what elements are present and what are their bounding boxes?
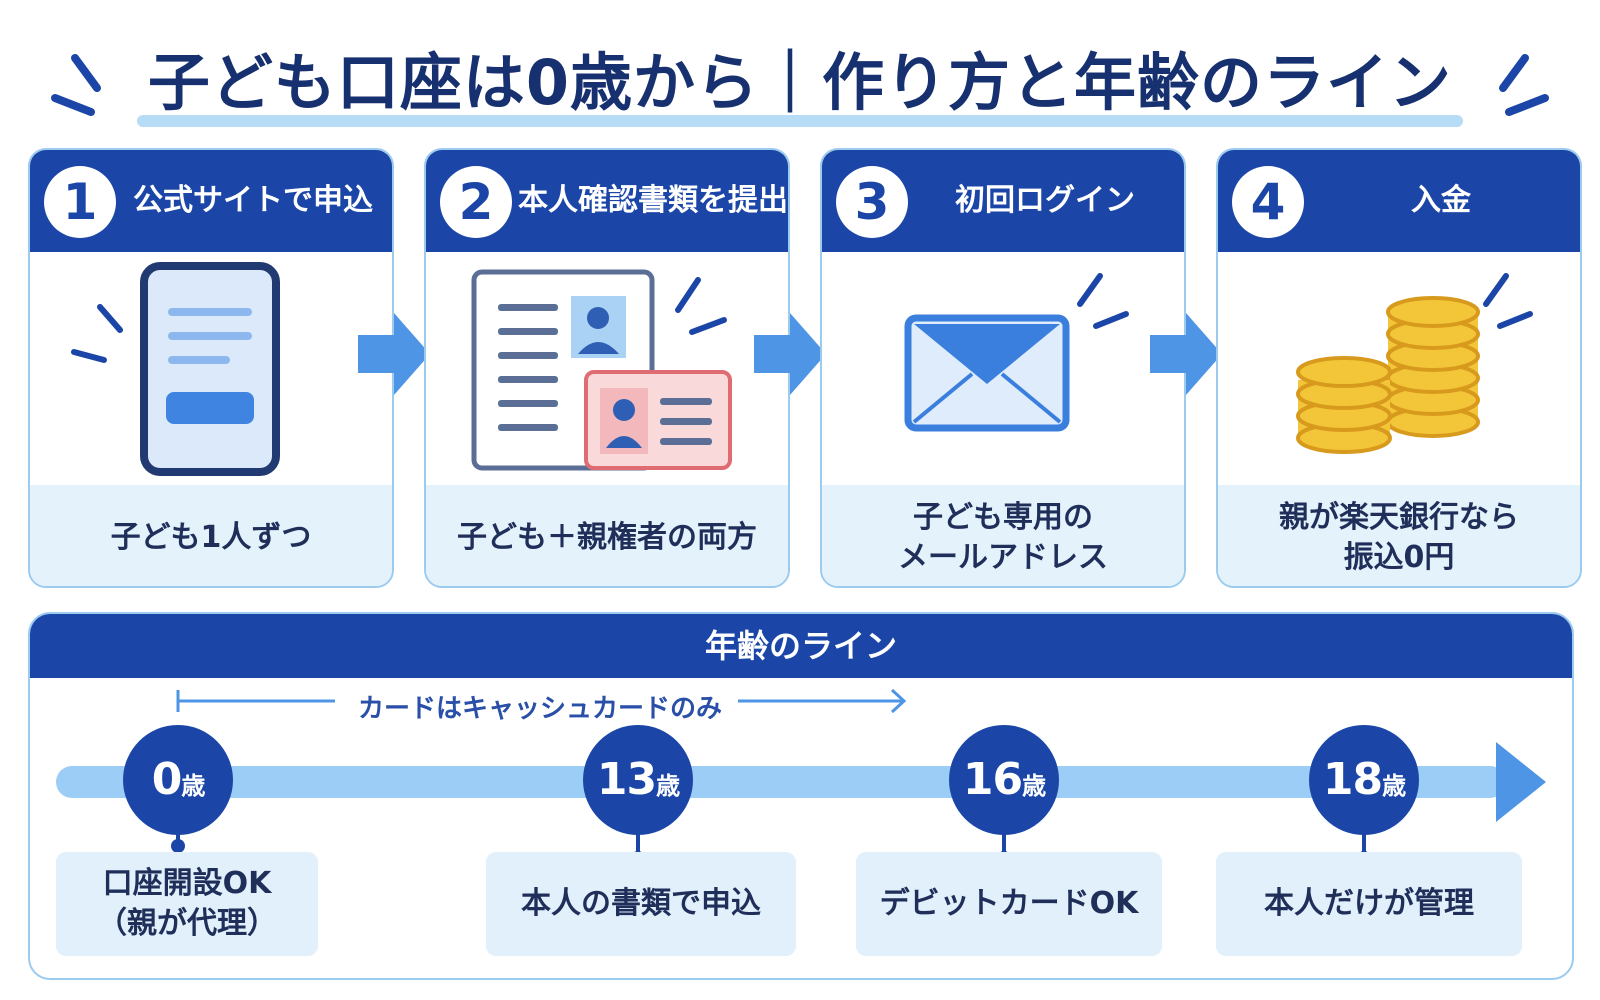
step-title: 本人確認書類を提出	[518, 183, 788, 218]
age-value: 13	[596, 754, 657, 805]
age-value: 16	[962, 754, 1023, 805]
age-description-13: 本人の書類で申込	[486, 852, 796, 956]
step-card-1: 1 公式サイトで申込 子ども1人ずつ	[28, 148, 394, 588]
step-title: 初回ログイン	[955, 183, 1135, 218]
title-area: 子ども口座は0歳から｜作り方と年齢のライン	[0, 20, 1600, 130]
age-marker-13: 13歳	[583, 725, 693, 835]
step-note-line1: 子ども専用の	[913, 499, 1093, 535]
step-note-line2: 振込0円	[1343, 539, 1455, 575]
age-unit: 歳	[181, 772, 205, 800]
step-header: 3 初回ログイン	[822, 150, 1184, 252]
age-description-0: 口座開設OK （親が代理）	[56, 852, 318, 956]
step-illustration	[1218, 252, 1580, 485]
arrow-right-icon	[358, 313, 430, 395]
step-note: 子ども1人ずつ	[30, 485, 392, 586]
page-title: 子ども口座は0歳から｜作り方と年齢のライン	[147, 46, 1453, 119]
step-header: 2 本人確認書類を提出	[426, 150, 788, 252]
arrow-right-icon	[754, 313, 826, 395]
step-note: 親が楽天銀行なら 振込0円	[1218, 485, 1580, 586]
arrow-right-icon	[1150, 313, 1222, 395]
age-value: 0	[151, 754, 183, 805]
age-unit: 歳	[656, 772, 680, 800]
id-documents-icon	[471, 269, 732, 471]
step-number: 2	[440, 166, 512, 238]
sparkle-right-icon	[1499, 54, 1549, 116]
card-range-bracket	[176, 688, 907, 714]
age-value: 18	[1322, 754, 1383, 805]
step-number: 4	[1232, 166, 1304, 238]
age-marker-16: 16歳	[949, 725, 1059, 835]
step-header: 4 入金	[1218, 150, 1580, 252]
age-line-heading: 年齢のライン	[30, 614, 1572, 678]
step-illustration	[30, 252, 392, 485]
step-number: 3	[836, 166, 908, 238]
step-note-line2: メールアドレス	[898, 539, 1108, 575]
step-card-3: 3 初回ログイン 子ども専用の メールアドレス	[820, 148, 1186, 588]
step-card-4: 4 入金	[1216, 148, 1582, 588]
age-marker-0: 0歳	[123, 725, 233, 835]
age-description-18: 本人だけが管理	[1216, 852, 1522, 956]
step-note-line1: 親が楽天銀行なら	[1279, 499, 1519, 535]
age-description-16: デビットカードOK	[856, 852, 1162, 956]
step-header: 1 公式サイトで申込	[30, 150, 392, 252]
smartphone-icon	[71, 262, 280, 476]
email-envelope-icon	[904, 273, 1129, 432]
title-underline	[137, 115, 1463, 127]
step-card-2: 2 本人確認書類を提出 子ども＋親権者の両方	[424, 148, 790, 588]
timeline-arrow-icon	[1496, 742, 1546, 822]
step-number: 1	[44, 166, 116, 238]
step-note: 子ども＋親権者の両方	[426, 485, 788, 586]
step-illustration	[426, 252, 788, 485]
age-description-line1: 口座開設OK	[102, 866, 272, 901]
timeline-bar	[56, 766, 1506, 798]
age-unit: 歳	[1382, 772, 1406, 800]
age-unit: 歳	[1022, 772, 1046, 800]
sparkle-left-icon	[51, 54, 101, 116]
age-description-line2: （親が代理）	[97, 906, 277, 941]
step-illustration	[822, 252, 1184, 485]
coins-icon	[1296, 273, 1533, 454]
age-marker-18: 18歳	[1309, 725, 1419, 835]
step-note: 子ども専用の メールアドレス	[822, 485, 1184, 586]
card-range-note: カードはキャッシュカードのみ	[357, 694, 722, 724]
step-title: 入金	[1411, 183, 1471, 218]
step-title: 公式サイトで申込	[133, 183, 373, 218]
